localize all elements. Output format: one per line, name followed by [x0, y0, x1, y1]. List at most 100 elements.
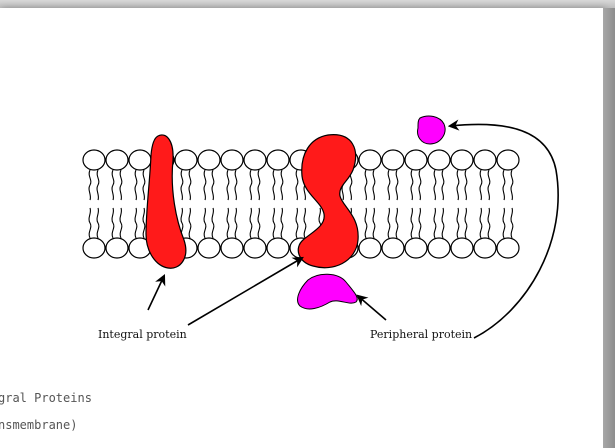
lipid-tail	[396, 170, 398, 200]
lipid-tail	[212, 208, 214, 238]
phospholipid-head	[359, 150, 381, 170]
lipid-tail	[511, 170, 513, 200]
lipid-tail	[273, 170, 275, 200]
phospholipid-head	[405, 150, 427, 170]
phospholipid-head	[106, 150, 128, 170]
lipid-tail	[411, 208, 413, 238]
arrow-integral-left	[148, 276, 164, 310]
phospholipid-head	[83, 238, 105, 258]
phospholipid-head	[497, 150, 519, 170]
phospholipid-head	[221, 150, 243, 170]
lipid-tail	[281, 208, 283, 238]
phospholipid-head	[221, 238, 243, 258]
phospholipid-head	[474, 238, 496, 258]
lipid-tail	[365, 170, 367, 200]
lipid-tail	[480, 170, 482, 200]
lipid-tail	[373, 208, 375, 238]
phospholipid-head	[382, 150, 404, 170]
lipid-bilayer-svg	[8, 20, 598, 365]
phospholipid-head	[198, 238, 220, 258]
lipid-tail	[388, 170, 390, 200]
phospholipid-head	[382, 238, 404, 258]
lipid-tail	[89, 208, 91, 238]
lipid-tail	[143, 208, 145, 238]
lipid-tail	[97, 170, 99, 200]
lipid-tail	[112, 208, 114, 238]
phospholipid-head	[129, 150, 151, 170]
lipid-tail	[511, 208, 513, 238]
slide: Integral protein Peripheral protein gral…	[0, 8, 603, 448]
phospholipid-head	[267, 150, 289, 170]
lipid-tail	[503, 208, 505, 238]
lipid-tail	[258, 170, 260, 200]
lipid-tail	[296, 170, 298, 200]
arrow-peripheral-bottom	[358, 296, 386, 320]
lipid-tail	[250, 170, 252, 200]
lipid-tail	[480, 208, 482, 238]
phospholipid-head	[359, 238, 381, 258]
lipid-tail	[465, 170, 467, 200]
phospholipid-head	[83, 150, 105, 170]
caption-line-1: gral Proteins	[0, 391, 92, 405]
peripheral-protein-bottom	[298, 274, 358, 309]
integral-protein-label: Integral protein	[98, 328, 187, 341]
lipid-tail	[442, 208, 444, 238]
lipid-tail	[235, 208, 237, 238]
phospholipid-head	[244, 150, 266, 170]
lipid-tail	[373, 170, 375, 200]
phospholipid-head	[497, 238, 519, 258]
phospholipid-head	[106, 238, 128, 258]
lipid-tail	[365, 208, 367, 238]
lipid-tail	[258, 208, 260, 238]
lipid-tail	[396, 208, 398, 238]
lipid-tail	[296, 208, 298, 238]
lipid-tail	[388, 208, 390, 238]
membrane-diagram: Integral protein Peripheral protein	[8, 20, 598, 365]
lipid-tail	[135, 208, 137, 238]
integral-protein-right	[298, 135, 358, 268]
phospholipid-head	[428, 150, 450, 170]
phospholipid-head	[198, 150, 220, 170]
caption-line-2: nsmembrane)	[0, 418, 77, 432]
phospholipid-head	[267, 238, 289, 258]
phospholipid-head	[428, 238, 450, 258]
arrow-integral-right	[188, 258, 302, 325]
lipid-tail	[419, 208, 421, 238]
lipid-tail	[457, 170, 459, 200]
lipid-tail	[181, 170, 183, 200]
lipid-tail	[442, 170, 444, 200]
lipid-tail	[227, 170, 229, 200]
lipid-tail	[212, 170, 214, 200]
lipid-tail	[488, 208, 490, 238]
peripheral-protein-top	[418, 116, 445, 144]
lipid-tail	[189, 170, 191, 200]
lipid-tail	[281, 170, 283, 200]
lipid-tail	[434, 170, 436, 200]
phospholipid-head	[474, 150, 496, 170]
phospholipid-head	[405, 238, 427, 258]
lipid-tail	[135, 170, 137, 200]
lipid-tail	[250, 208, 252, 238]
lipid-tail	[97, 208, 99, 238]
lipid-tail	[189, 208, 191, 238]
lipid-tail	[434, 208, 436, 238]
lipid-tail	[411, 170, 413, 200]
lipid-tail	[120, 170, 122, 200]
lipid-tail	[120, 208, 122, 238]
lipid-tail	[235, 170, 237, 200]
phospholipid-head	[451, 150, 473, 170]
lipid-tail	[304, 208, 306, 238]
lipid-tail	[112, 170, 114, 200]
lipid-tail	[465, 208, 467, 238]
lipid-tail	[273, 208, 275, 238]
lipid-tail	[227, 208, 229, 238]
lipid-tail	[204, 170, 206, 200]
slide-edge-shadow	[603, 8, 615, 448]
phospholipid-head	[244, 238, 266, 258]
lipid-tail	[143, 170, 145, 200]
phospholipid-head	[175, 150, 197, 170]
lipid-tail	[419, 170, 421, 200]
phospholipid-head	[451, 238, 473, 258]
lipid-tail	[457, 208, 459, 238]
